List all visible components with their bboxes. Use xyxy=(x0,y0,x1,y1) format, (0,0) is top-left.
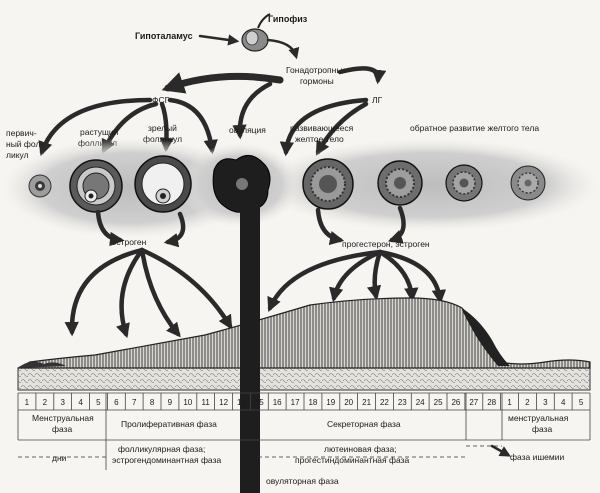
ovulation-follicle xyxy=(212,155,271,213)
gonadotropins-to-ovulation-arrow xyxy=(232,81,273,140)
day-cell: 12 xyxy=(219,398,228,407)
fsh-label: ФСГ xyxy=(152,95,170,105)
day-cell: 15 xyxy=(255,398,264,407)
hypothalamus-to-hypophysis-arrow xyxy=(198,34,240,46)
developing-corpus-luteum xyxy=(302,158,354,210)
day-cell: 6 xyxy=(114,398,119,407)
day-cell: 10 xyxy=(183,398,192,407)
day-cell: 21 xyxy=(362,398,371,407)
lh-label: ЛГ xyxy=(372,95,383,105)
day-cell: 9 xyxy=(168,398,173,407)
progesterone-to-endometrium-arrows xyxy=(267,249,447,312)
menstrual-phase-left-line2: фаза xyxy=(52,424,73,434)
hypophysis-icon xyxy=(241,13,271,52)
day-cell: 1 xyxy=(25,398,30,407)
day-cell: 23 xyxy=(398,398,407,407)
estrogen-label: эстроген xyxy=(112,237,147,247)
ischemia-phase-label: фаза ишемии xyxy=(510,452,564,462)
gonadotropins-to-lh-arrow xyxy=(337,66,387,85)
fsh-to-primary-arrow xyxy=(38,97,153,157)
corpus-luteum-stage-2 xyxy=(377,160,423,206)
growing-to-estrogen-arrow xyxy=(95,209,125,247)
day-cell: 2 xyxy=(525,398,530,407)
gonadotropins-to-fsh-arrow xyxy=(161,72,284,94)
menstrual-phase-left-line1: Менструальная xyxy=(32,413,94,423)
day-cell: 3 xyxy=(543,398,548,407)
menstrual-phase-right-line1: менструальная xyxy=(508,413,569,423)
gonadotropins-label-line1: Гонадотропные xyxy=(286,65,347,75)
day-cell: 1 xyxy=(507,398,512,407)
day-cell: 2 xyxy=(43,398,48,407)
days-caption: дни xyxy=(52,453,67,463)
lh-to-corpus-luteum-arrow xyxy=(279,97,369,157)
primary-follicle-label-line3: ликул xyxy=(6,150,29,160)
day-cell: 8 xyxy=(150,398,155,407)
day-cell: 25 xyxy=(434,398,443,407)
day-cell: 4 xyxy=(78,398,83,407)
estrogen-to-endometrium-arrows xyxy=(64,247,233,339)
follicular-phase-line2: эстрогендоминантная фаза xyxy=(112,455,221,465)
day-cell: 11 xyxy=(202,398,211,407)
follicular-phase-line1: фолликулярная фаза; xyxy=(118,444,205,454)
cl-regression-label: обратное развитие желтого тела xyxy=(410,123,539,133)
progesterone-estrogen-label: прогестерон, эстроген xyxy=(342,239,430,249)
hypophysis-to-gonadotropins-arrow xyxy=(266,38,300,60)
day-cell: 7 xyxy=(132,398,137,407)
developing-cl-label-line1: развивающееся xyxy=(290,123,354,133)
cl2-to-progesterone-arrow xyxy=(387,205,406,244)
mature-follicle xyxy=(134,155,192,213)
day-cell: 4 xyxy=(561,398,566,407)
luteal-phase-line2: прогестиндоминантная фаза xyxy=(295,455,409,465)
day-cell: 16 xyxy=(273,398,282,407)
fsh-to-ovulation-arrow xyxy=(167,97,218,155)
corpus-luteum-stage-3 xyxy=(445,164,483,202)
primary-follicle-label-line2: ный фол- xyxy=(6,139,43,149)
mature-follicle-label-line1: зрелый xyxy=(148,123,177,133)
hypophysis-label: Гипофиз xyxy=(268,14,308,24)
ischemia-pointer-arrow xyxy=(490,444,511,457)
hypothalamus-label: Гипоталамус xyxy=(135,31,193,41)
day-cell: 5 xyxy=(96,398,101,407)
luteal-phase-line1: лютеиновая фаза; xyxy=(324,444,397,454)
mature-to-estrogen-arrow xyxy=(163,211,186,248)
gonadotropins-label-line2: гормоны xyxy=(300,76,334,86)
corpus-luteum-stage-4 xyxy=(510,165,546,201)
menstrual-phase-right-line2: фаза xyxy=(532,424,553,434)
mature-follicle-label-line2: фолликул xyxy=(143,134,182,144)
growing-follicle-label-line1: растущий xyxy=(80,127,119,137)
day-cell: 17 xyxy=(291,398,300,407)
ovulatory-phase-label: овуляторная фаза xyxy=(266,476,339,486)
primary-follicle-label-line1: первич- xyxy=(6,128,37,138)
day-cell: 20 xyxy=(344,398,353,407)
growing-follicle xyxy=(69,159,123,213)
endometrium xyxy=(17,297,591,391)
proliferative-phase-label: Пролиферативная фаза xyxy=(121,419,217,429)
cl-to-progesterone-arrow xyxy=(315,207,345,246)
day-cell: 3 xyxy=(60,398,65,407)
ovulation-label: овуляция xyxy=(229,125,266,135)
day-cell: 27 xyxy=(469,398,478,407)
day-cell: 22 xyxy=(380,398,389,407)
day-cell: 26 xyxy=(451,398,460,407)
secretory-phase-label: Секреторная фаза xyxy=(327,419,401,429)
day-cell: 5 xyxy=(579,398,584,407)
primary-follicle xyxy=(28,174,52,198)
day-cell: 28 xyxy=(487,398,496,407)
day-cell: 24 xyxy=(416,398,425,407)
lh-to-cl-arrow-2 xyxy=(315,101,369,156)
day-cell: 19 xyxy=(326,398,335,407)
day-cell: 18 xyxy=(308,398,317,407)
day-cell: 13 xyxy=(237,398,246,407)
ovulation-column xyxy=(240,206,260,493)
developing-cl-label-line2: желтое тело xyxy=(295,134,344,144)
